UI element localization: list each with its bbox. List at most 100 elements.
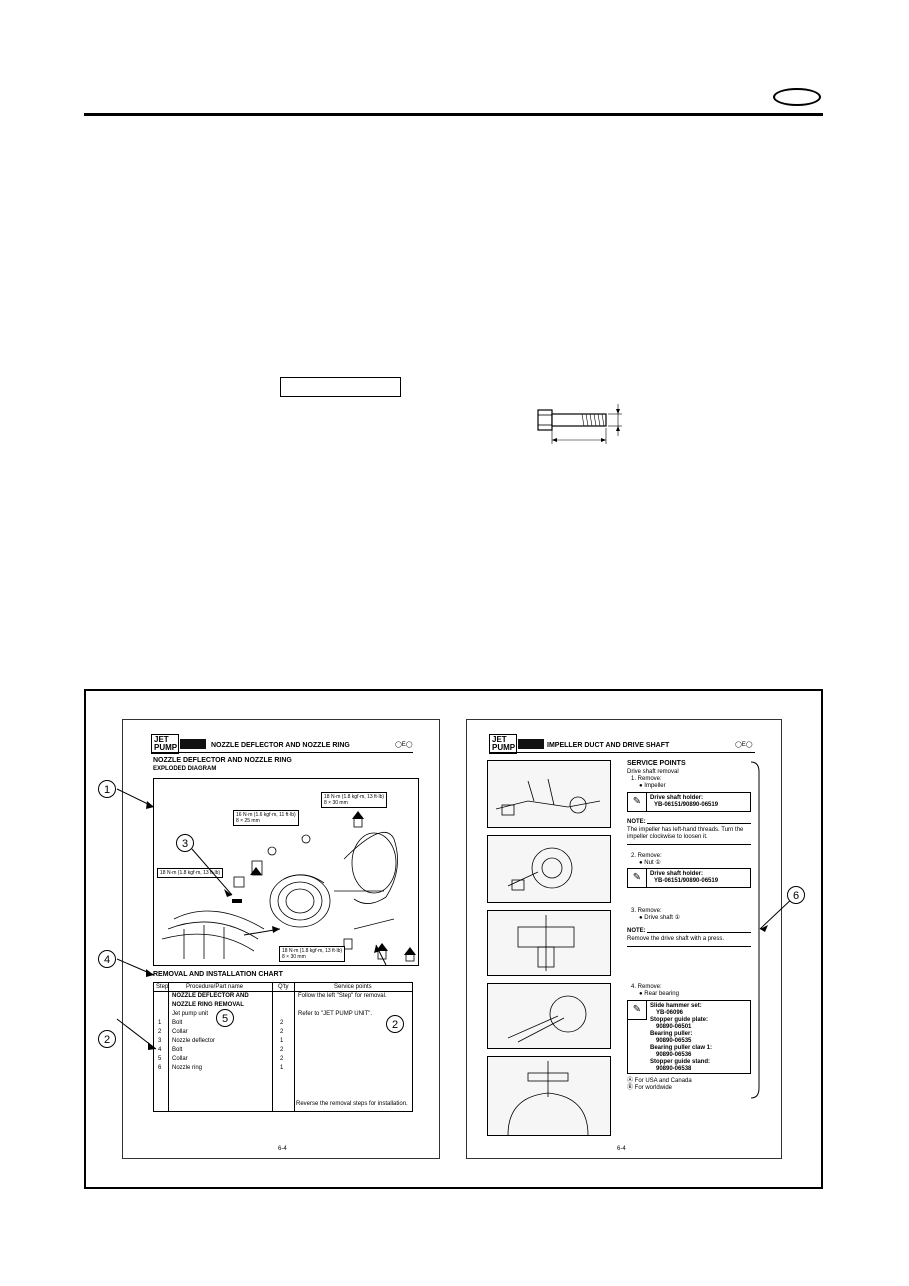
exploded-diagram: [153, 778, 419, 966]
callout-3: 3: [176, 834, 194, 852]
header-rule: [84, 113, 823, 116]
table-cell-name: Jet pump unit: [172, 1011, 209, 1017]
left-header-title: NOZZLE DEFLECTOR AND NOZZLE RING: [211, 742, 350, 749]
blank-label-box: [280, 377, 401, 397]
bolt-dimension-diagram: [537, 404, 622, 444]
table-header-step: Step: [156, 984, 169, 990]
left-lang-icon: ◯E◯: [395, 742, 413, 748]
step2-item: ● Nut ①: [639, 860, 661, 866]
service-points-subtitle: Drive shaft removal: [627, 769, 679, 775]
table-cell-name: Nozzle ring: [172, 1065, 203, 1071]
tool3-line: 90890-06535: [656, 1038, 692, 1044]
tool-icon: ✎: [628, 1001, 647, 1020]
table-cell-step: 3: [158, 1038, 162, 1044]
table-cell-note: Refer to "JET PUMP UNIT".: [298, 1011, 373, 1017]
tool3-line: Stopper guide plate:: [650, 1017, 709, 1023]
step4-label: 4. Remove:: [631, 984, 662, 990]
photo-impeller-removal: [487, 760, 611, 828]
left-subsection-title: EXPLODED DIAGRAM: [153, 766, 217, 772]
right-page-number: 6-4: [617, 1146, 626, 1152]
table-cell-name: NOZZLE DEFLECTOR AND: [172, 993, 249, 999]
table-cell-name: Nozzle deflector: [172, 1038, 216, 1044]
note1-text: The impeller has left-hand threads. Turn…: [627, 827, 744, 840]
table-cell-qty: 2: [280, 1020, 284, 1026]
tool3-line: Slide hammer set:: [650, 1003, 702, 1009]
table-cell-name: Bolt: [172, 1020, 183, 1026]
table-cell-name: NOZZLE RING REMOVAL: [172, 1002, 244, 1008]
language-oval-icon: [773, 88, 821, 106]
tool3-line: 90890-06536: [656, 1052, 692, 1058]
torque-spec-box: 18 N·m (1.8 kgf·m, 13 ft·lb)8 × 30 mm: [321, 792, 388, 808]
exploded-diagram-drawing: [161, 811, 416, 962]
right-title-rule: [489, 752, 755, 753]
step4-item: ● Rear bearing: [639, 991, 679, 997]
photo-bearing-puller: [487, 983, 611, 1049]
tool3-line: Stopper guide stand:: [650, 1059, 710, 1065]
torque-spec-box: 18 N·m (1.8 kgf·m, 13 ft·lb): [157, 868, 224, 878]
tool-box-drive-shaft-holder: ✎ Drive shaft holder: YB-06151/90890-065…: [627, 868, 751, 888]
photo-nut-removal: [487, 835, 611, 903]
service-points-title: SERVICE POINTS: [627, 760, 686, 767]
table-cell-step: 6: [158, 1065, 162, 1071]
watercraft-logo-icon: [180, 739, 206, 749]
tool-box-drive-shaft-holder: ✎ Drive shaft holder: YB-06151/90890-065…: [627, 792, 751, 812]
right-lang-icon: ◯E◯: [735, 742, 753, 748]
photo-slide-hammer: [487, 1056, 611, 1136]
callout-5: 5: [216, 1009, 234, 1027]
callout-2-table: 2: [98, 1030, 116, 1048]
photo-drive-shaft-press: [487, 910, 611, 976]
callout-6: 6: [787, 886, 805, 904]
step2-label: 2. Remove:: [631, 853, 662, 859]
note2-label: NOTE:: [627, 928, 646, 934]
torque-spec-box: 18 N·m (1.8 kgf·m, 13 ft·lb)8 × 30 mm: [279, 946, 346, 962]
table-cell-step: 2: [158, 1029, 162, 1035]
table-cell-name: Collar: [172, 1029, 188, 1035]
table-header-name: Procedure/Part name: [186, 984, 244, 990]
callout-1: 1: [98, 780, 116, 798]
tool3-line: YB-06096: [656, 1010, 684, 1016]
table-header-notes: Service points: [334, 984, 372, 990]
tool3-line: Bearing puller claw 1:: [650, 1045, 713, 1051]
tool3-line: 90890-06538: [656, 1066, 692, 1072]
table-cell-name: Bolt: [172, 1047, 183, 1053]
table-cell-qty: 1: [280, 1065, 284, 1071]
step1-item: ● Impeller: [639, 783, 666, 789]
note1-label: NOTE:: [627, 819, 646, 825]
example-figure-frame: [84, 689, 823, 1189]
left-title-rule: [151, 752, 413, 753]
step3-label: 3. Remove:: [631, 908, 662, 914]
table-cell-qty: 2: [280, 1056, 284, 1062]
tool3-line: Bearing puller:: [650, 1031, 693, 1037]
table-cell-note: Follow the left "Step" for removal.: [298, 993, 387, 999]
table-cell-step: 5: [158, 1056, 162, 1062]
table-cell-qty: 1: [280, 1038, 284, 1044]
tool-icon: ✎: [628, 793, 647, 811]
footer-note-worldwide: Ⓑ For worldwide: [627, 1085, 673, 1091]
table-header-qty: Q'ty: [278, 984, 289, 990]
bracket-line: [750, 761, 760, 1099]
callout-4: 4: [98, 950, 116, 968]
table-cell-qty: 2: [280, 1029, 284, 1035]
tool-icon: ✎: [628, 869, 647, 887]
chart-title: REMOVAL AND INSTALLATION CHART: [153, 971, 283, 978]
footer-note-usa: Ⓐ For USA and Canada: [627, 1078, 692, 1084]
note2-text: Remove the drive shaft with a press.: [627, 936, 725, 942]
right-header-title: IMPELLER DUCT AND DRIVE SHAFT: [547, 742, 670, 749]
table-cell-step: 1: [158, 1020, 162, 1026]
left-section-title: NOZZLE DEFLECTOR AND NOZZLE RING: [153, 757, 292, 764]
left-page-number: 6-4: [278, 1146, 287, 1152]
watercraft-logo-icon: [518, 739, 544, 749]
callout-2-diagram: 2: [386, 1015, 404, 1033]
step3-item: ● Drive shaft ①: [639, 915, 681, 921]
table-footer-note: Reverse the removal steps for installati…: [296, 1101, 408, 1107]
step1-label: 1. Remove:: [631, 776, 662, 782]
table-cell-step: 4: [158, 1047, 162, 1053]
torque-spec-box: 16 N·m (1.6 kgf·m, 11 ft·lb)8 × 25 mm: [233, 810, 299, 826]
callout-leader-lines: [116, 788, 797, 1050]
table-cell-qty: 2: [280, 1047, 284, 1053]
